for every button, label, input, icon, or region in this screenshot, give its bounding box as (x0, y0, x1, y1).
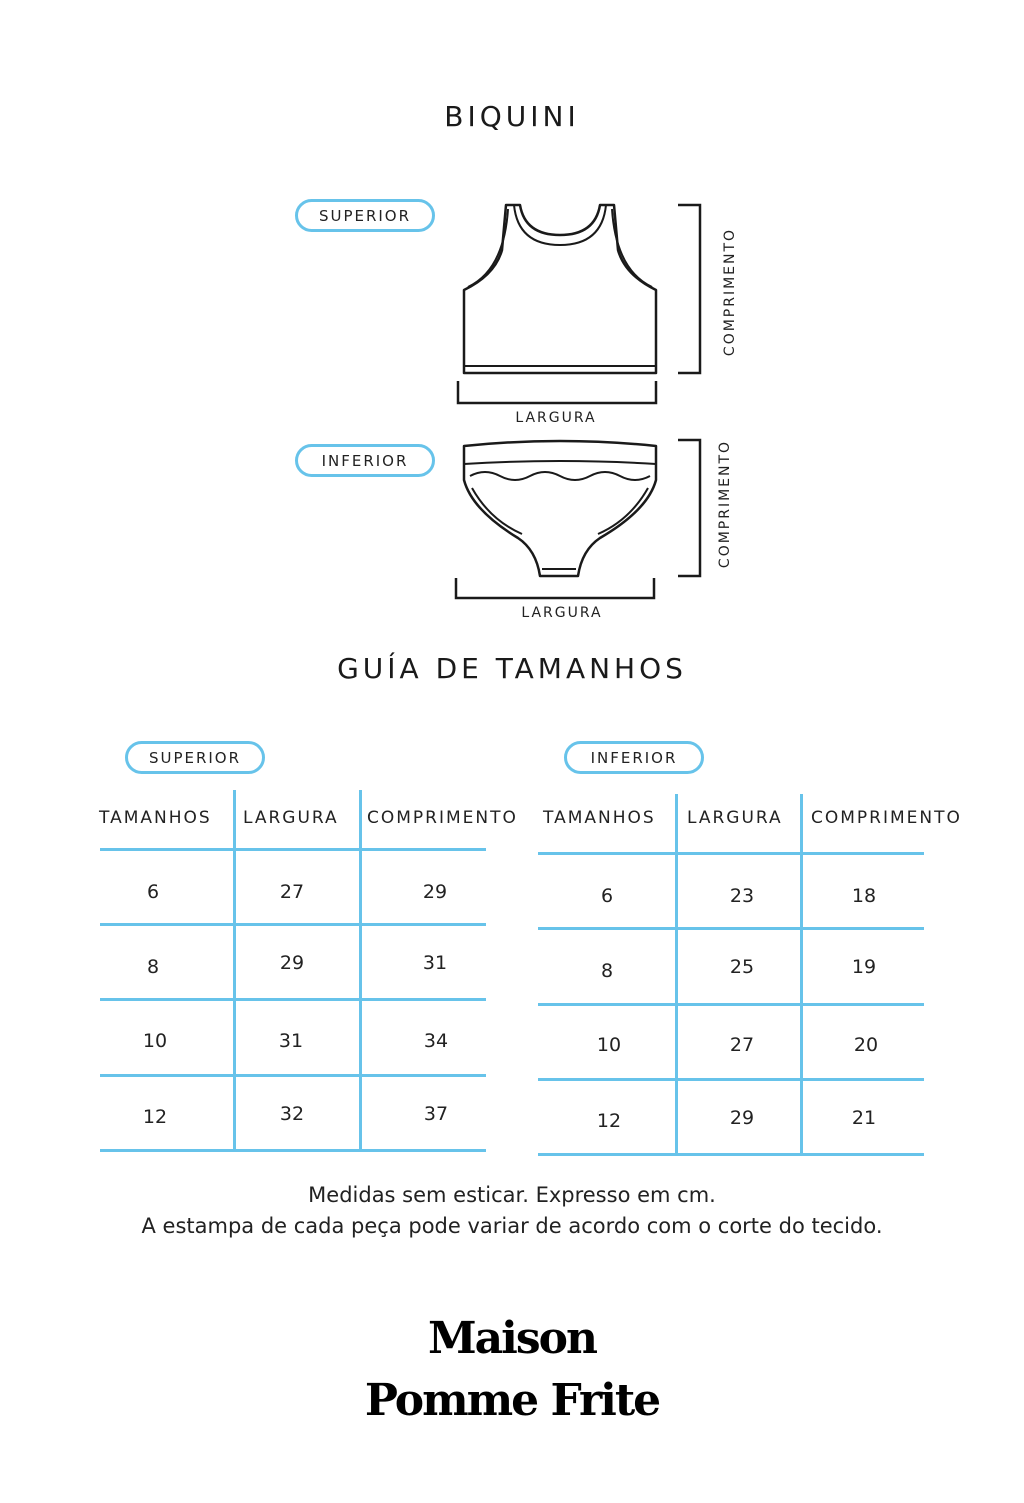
cell: 29 (422, 881, 448, 903)
header-tamanhos: TAMANHOS (99, 808, 212, 828)
cell: 12 (142, 1106, 168, 1128)
cell: 12 (596, 1110, 622, 1132)
top-length-label: COMPRIMENTO (722, 227, 738, 357)
size-guide-title: GUÍA DE TAMANHOS (337, 652, 687, 685)
cell: 27 (279, 881, 305, 903)
cell: 32 (279, 1103, 305, 1125)
inferior-pill: INFERIOR (295, 444, 435, 477)
brand-logo-line2: Pomme Frite (364, 1375, 661, 1426)
cell: 31 (422, 952, 448, 974)
superior-table-pill: SUPERIOR (125, 741, 265, 774)
table-line (359, 790, 362, 1152)
bottom-length-bracket (678, 438, 702, 578)
top-garment-illustration (456, 203, 658, 405)
bottom-length-label: COMPRIMENTO (717, 439, 733, 569)
page-title: BIQUINI (444, 100, 580, 133)
cell: 37 (423, 1103, 449, 1125)
header-largura: LARGURA (243, 808, 339, 828)
table-line (100, 1074, 486, 1077)
cell: 20 (853, 1034, 879, 1056)
cell: 25 (729, 956, 755, 978)
cell: 19 (851, 956, 877, 978)
cell: 8 (146, 956, 160, 978)
header-tamanhos: TAMANHOS (543, 808, 656, 828)
header-comprimento: COMPRIMENTO (367, 808, 518, 828)
cell: 31 (278, 1030, 304, 1052)
cell: 21 (851, 1107, 877, 1129)
table-line (100, 998, 486, 1001)
table-line (538, 1003, 924, 1006)
cell: 29 (729, 1107, 755, 1129)
cell: 18 (851, 885, 877, 907)
cell: 6 (600, 885, 614, 907)
header-comprimento: COMPRIMENTO (811, 808, 962, 828)
brand-logo-line1: Maison (427, 1313, 598, 1364)
table-line (233, 790, 236, 1152)
superior-pill: SUPERIOR (295, 199, 435, 232)
cell: 27 (729, 1034, 755, 1056)
bottom-width-label: LARGURA (521, 605, 603, 621)
table-line (538, 1078, 924, 1081)
cell: 34 (423, 1030, 449, 1052)
inferior-table-pill: INFERIOR (564, 741, 704, 774)
cell: 10 (142, 1030, 168, 1052)
table-line (100, 1149, 486, 1152)
header-largura: LARGURA (687, 808, 783, 828)
table-line (538, 927, 924, 930)
cell: 8 (600, 960, 614, 982)
measurement-note: Medidas sem esticar. Expresso em cm. (308, 1183, 716, 1207)
table-line (538, 852, 924, 855)
print-variation-note: A estampa de cada peça pode variar de ac… (141, 1214, 883, 1238)
table-line (800, 794, 803, 1156)
top-width-label: LARGURA (515, 410, 597, 426)
cell: 10 (596, 1034, 622, 1056)
cell: 6 (146, 881, 160, 903)
cell: 29 (279, 952, 305, 974)
top-length-bracket (678, 203, 702, 375)
bottom-garment-illustration (454, 439, 658, 600)
table-line (675, 794, 678, 1156)
table-line (538, 1153, 924, 1156)
table-line (100, 923, 486, 926)
table-line (100, 848, 486, 851)
cell: 23 (729, 885, 755, 907)
